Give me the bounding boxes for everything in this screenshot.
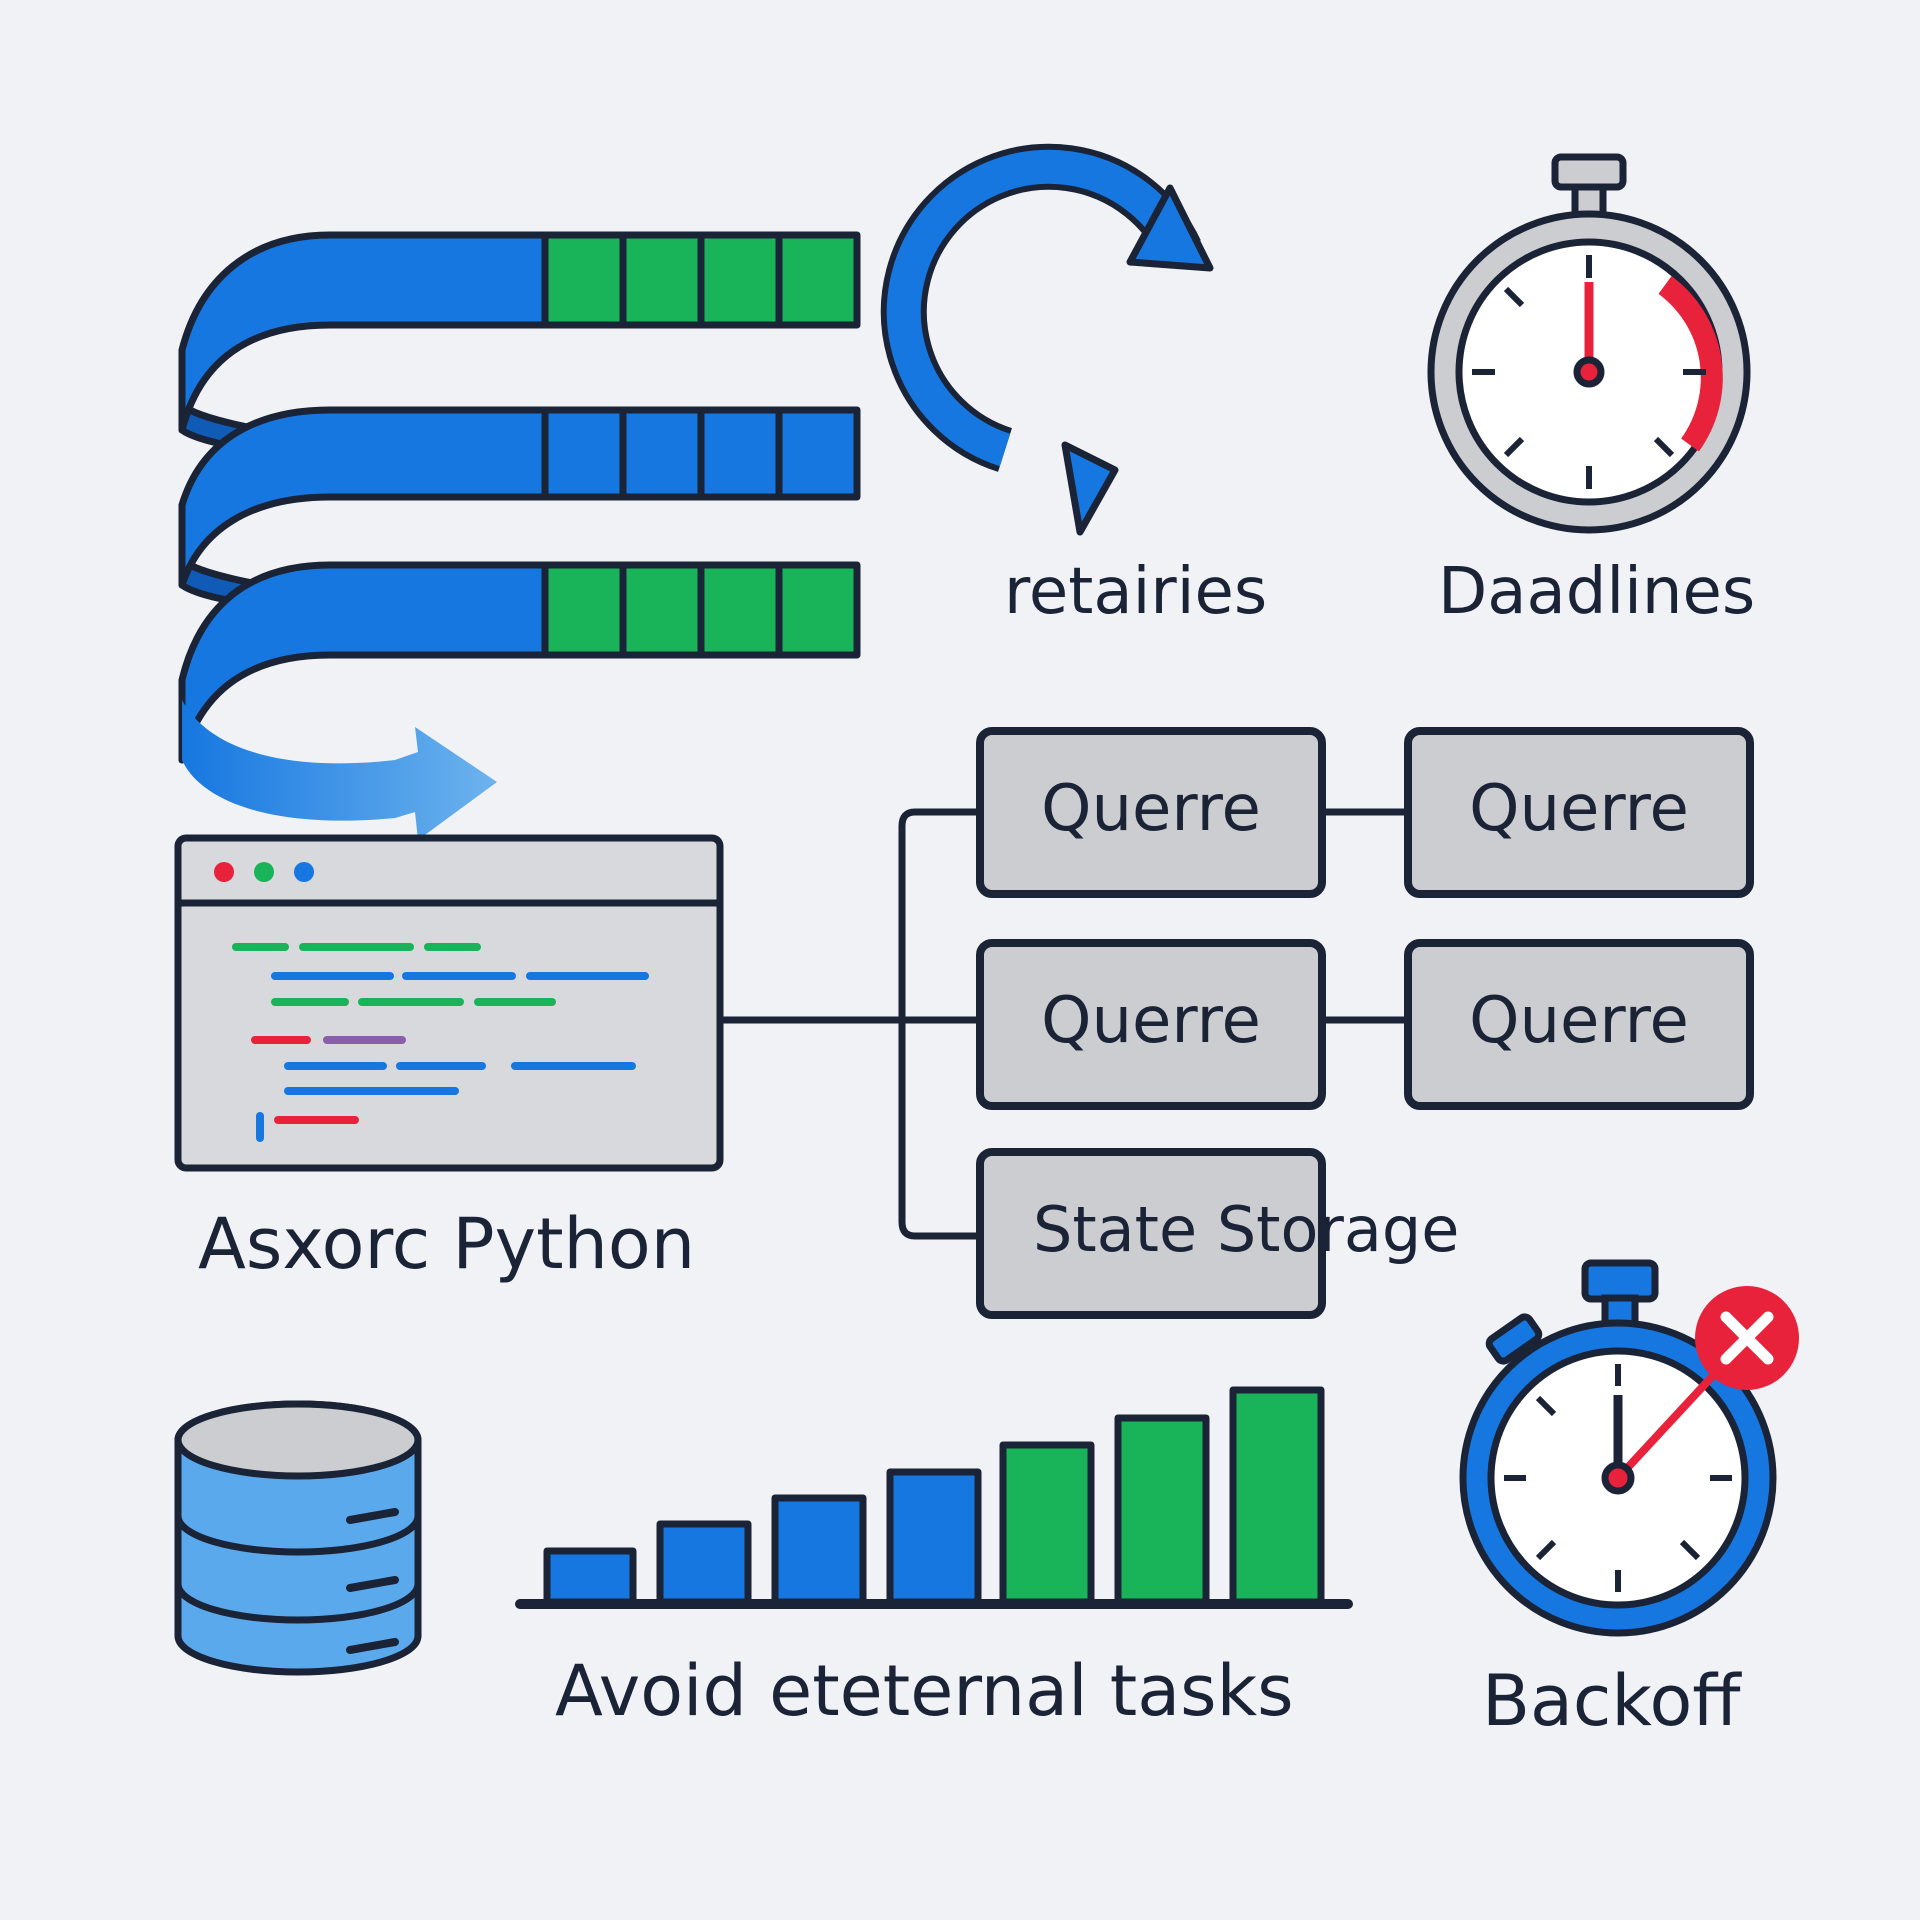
state-storage-box: State Storage	[1033, 1193, 1460, 1266]
connector-lines	[720, 808, 1408, 1240]
queue-boxes	[976, 727, 1754, 1319]
growth-bar-5	[999, 1441, 1095, 1606]
queue-cells-top	[541, 231, 861, 329]
database-icon	[174, 1400, 422, 1676]
stopwatch-cancel-icon	[1459, 1259, 1799, 1637]
avoid-eternal-tasks-label: Avoid eteternal tasks	[555, 1650, 1294, 1732]
queue-box-2-shape	[1404, 727, 1754, 898]
queue-box-1-shape	[976, 727, 1326, 898]
queue-cells-middle	[541, 406, 861, 501]
deadlines-label: Daadlines	[1438, 555, 1756, 629]
retry-cycle-icon	[880, 143, 1214, 536]
queue-box-3: Querre	[1041, 984, 1261, 1058]
queue-box-2: Querre	[1469, 772, 1689, 846]
growth-bar-6	[1114, 1414, 1210, 1606]
retries-label: retairies	[1004, 555, 1268, 629]
backoff-label: Backoff	[1482, 1660, 1741, 1742]
code-window-icon	[174, 834, 724, 1172]
spiral-queue-icon	[178, 231, 861, 840]
stopwatch-icon	[1427, 153, 1751, 534]
queue-box-4: Querre	[1469, 984, 1689, 1058]
growth-bar-4	[886, 1468, 982, 1606]
queue-box-1: Querre	[1041, 772, 1261, 846]
growth-bar-2	[656, 1520, 752, 1606]
queue-box-4-shape	[1404, 939, 1754, 1110]
asyncio-python-label: Asxorc Python	[198, 1203, 696, 1285]
queue-box-3-shape	[976, 939, 1326, 1110]
growth-bar-3	[771, 1494, 867, 1606]
growth-bar-1	[543, 1547, 637, 1606]
growth-bar-7	[1229, 1386, 1325, 1606]
queue-cells-bottom	[541, 561, 861, 659]
storage-box-shape	[976, 1148, 1326, 1319]
bar-chart-icon	[515, 1386, 1353, 1609]
